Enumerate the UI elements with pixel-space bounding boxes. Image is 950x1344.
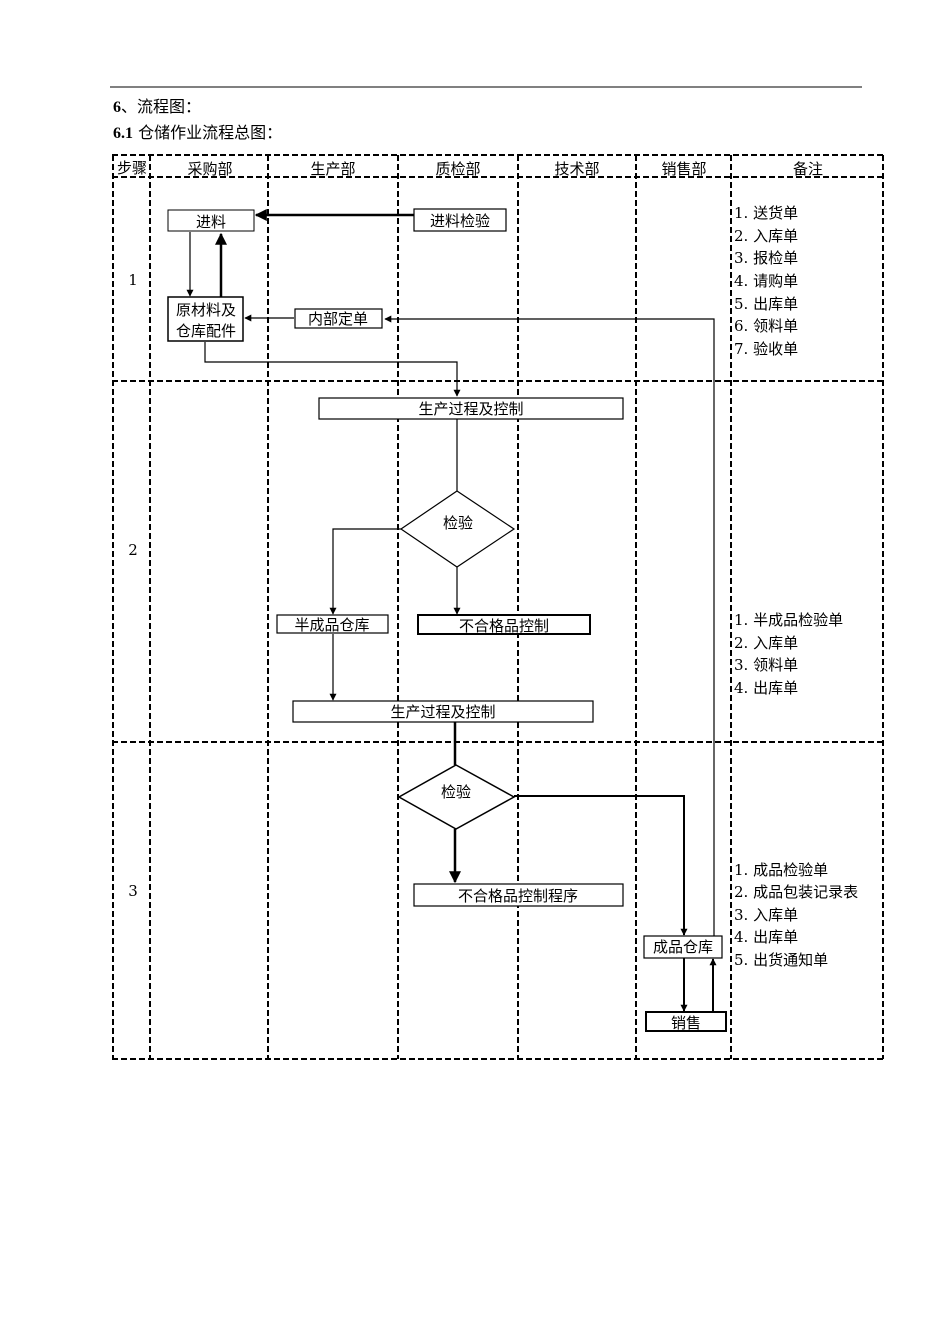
node-nonconforming-control: 不合格品控制 — [417, 614, 591, 635]
header-remarks: 备注 — [793, 160, 823, 178]
node-internal-order-label: 内部定单 — [308, 310, 368, 328]
node-production-control-2-label: 生产过程及控制 — [390, 703, 495, 721]
node-raw-materials: 原材料及 仓库配件 — [167, 296, 244, 342]
node-raw-materials-line2: 仓库配件 — [176, 322, 236, 340]
remark-item: 3. 领料单 — [734, 656, 798, 674]
node-sales: 销售 — [645, 1011, 727, 1032]
node-semi-finished-warehouse-label: 半成品仓库 — [294, 616, 369, 634]
node-finished-warehouse-label: 成品仓库 — [653, 938, 713, 956]
remark-item: 5. 出货通知单 — [734, 951, 828, 969]
remarks-step3: 1. 成品检验单 2. 成品包装记录表 3. 入库单 4. 出库单 5. 出货通… — [734, 861, 858, 969]
header-sales: 销售部 — [661, 160, 706, 178]
node-production-control-1-label: 生产过程及控制 — [418, 400, 523, 418]
arrow-raw-to-production — [204, 342, 461, 397]
header-purchasing: 采购部 — [187, 160, 232, 178]
remark-item: 1. 送货单 — [734, 204, 798, 222]
connectors — [186, 209, 717, 1012]
remark-item: 4. 出库单 — [734, 928, 798, 946]
node-incoming: 进料 — [167, 209, 255, 232]
node-raw-materials-line1: 原材料及 — [176, 301, 236, 319]
section-separator: 、 — [121, 97, 138, 116]
header-technical: 技术部 — [554, 160, 599, 178]
node-nonconforming-procedure: 不合格品控制程序 — [413, 883, 624, 907]
subsection-title: 仓储作业流程总图： — [138, 123, 283, 142]
node-inspection-2: 检验 — [397, 764, 516, 830]
node-production-control-1: 生产过程及控制 — [318, 397, 624, 420]
remark-item: 1. 半成品检验单 — [734, 611, 843, 629]
node-inspection-2-label: 检验 — [441, 783, 471, 801]
swimlane-grid — [112, 154, 884, 1060]
remark-item: 4. 请购单 — [734, 272, 798, 290]
node-semi-finished-warehouse: 半成品仓库 — [276, 614, 389, 634]
column-headers: 步骤 采购部 生产部 质检部 技术部 销售部 备注 — [117, 159, 823, 178]
node-inspection-1: 检验 — [399, 490, 516, 568]
node-production-control-2: 生产过程及控制 — [292, 700, 594, 723]
remark-item: 1. 成品检验单 — [734, 861, 828, 879]
arrow-inspection-to-semi — [329, 528, 401, 615]
node-nonconforming-control-label: 不合格品控制 — [459, 617, 549, 635]
section-number: 6 — [113, 99, 121, 116]
remark-item: 5. 出库单 — [734, 295, 798, 313]
remark-item: 4. 出库单 — [734, 679, 798, 697]
step-number-2: 2 — [128, 541, 138, 559]
node-internal-order: 内部定单 — [294, 308, 383, 329]
remarks-step2: 1. 半成品检验单 2. 入库单 3. 领料单 4. 出库单 — [734, 611, 843, 697]
section-heading: 6、流程图： — [113, 97, 201, 118]
remark-item: 2. 入库单 — [734, 227, 798, 245]
subsection-heading: 6.1 仓储作业流程总图： — [113, 123, 282, 144]
remark-item: 3. 报检单 — [734, 249, 798, 267]
arrow-inspection2-to-finished — [514, 795, 688, 936]
remark-item: 3. 入库单 — [734, 906, 798, 924]
remark-item: 7. 验收单 — [734, 340, 798, 358]
node-nonconforming-procedure-label: 不合格品控制程序 — [458, 887, 578, 905]
remarks-step1: 1. 送货单 2. 入库单 3. 报检单 4. 请购单 5. 出库单 6. 领料… — [734, 204, 798, 358]
node-sales-label: 销售 — [671, 1014, 701, 1032]
node-incoming-inspection: 进料检验 — [413, 208, 507, 232]
step-number-1: 1 — [128, 271, 138, 289]
remark-item: 2. 成品包装记录表 — [734, 883, 858, 901]
arrow-finished-to-order — [384, 315, 715, 938]
step-number-3: 3 — [128, 882, 138, 900]
header-qc: 质检部 — [435, 160, 480, 178]
node-incoming-label: 进料 — [196, 213, 226, 231]
remark-item: 2. 入库单 — [734, 634, 798, 652]
subsection-number: 6.1 — [113, 125, 133, 142]
node-inspection-1-label: 检验 — [443, 514, 473, 532]
node-finished-warehouse: 成品仓库 — [643, 935, 723, 959]
header-production: 生产部 — [310, 160, 355, 178]
header-step: 步骤 — [117, 159, 147, 177]
remark-item: 6. 领料单 — [734, 317, 798, 335]
step-numbers: 1 2 3 — [128, 271, 138, 900]
node-incoming-inspection-label: 进料检验 — [430, 212, 490, 230]
section-title: 流程图： — [137, 97, 202, 116]
